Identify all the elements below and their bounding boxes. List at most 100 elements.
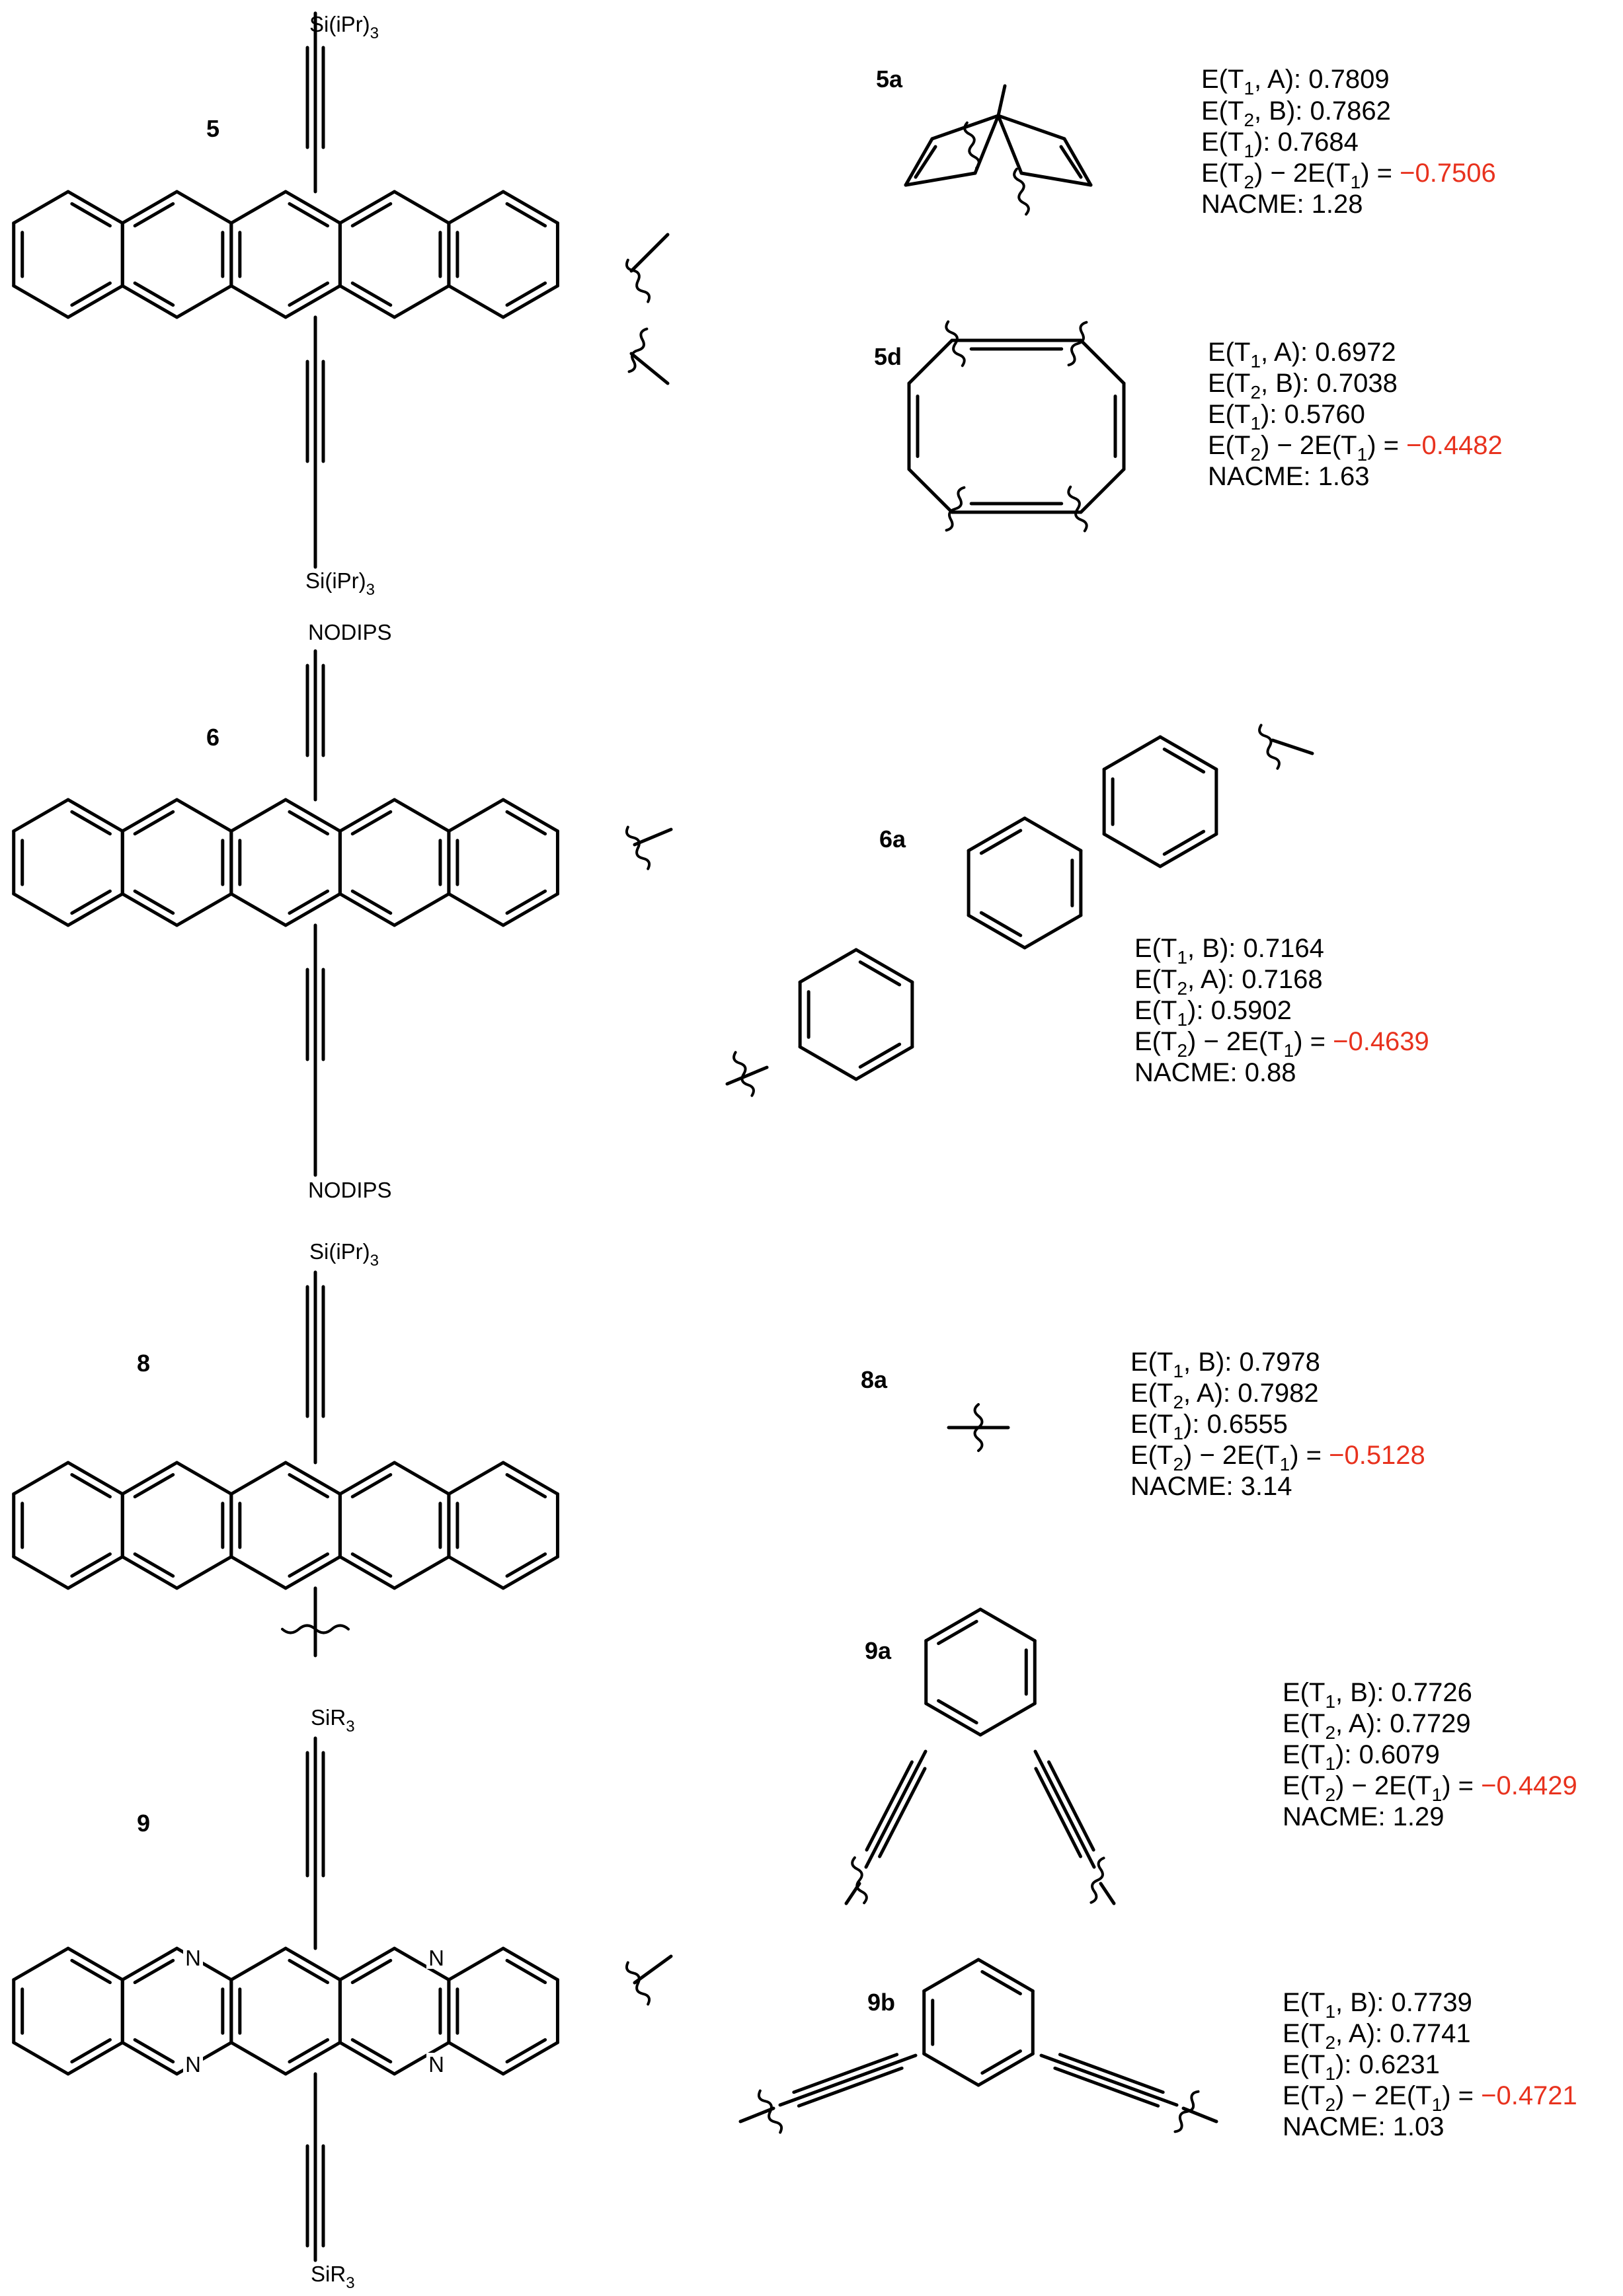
prop-8a-diff: E(T2) − 2E(T1) = −0.5128 [1130, 1441, 1425, 1474]
ring-nitrogens-9: N N N N [183, 1946, 446, 2077]
n-atom-bg-1 [183, 1946, 203, 1969]
prop-5a-nacme: NACME: 1.28 [1201, 190, 1363, 219]
bond-20 [284, 284, 342, 319]
wavy-bond-278 [1258, 724, 1281, 770]
wavy-bond-232 [963, 121, 980, 170]
wavy-bond-318 [757, 2089, 783, 2134]
bond-122 [70, 1552, 112, 1578]
linker-label-5d: 5d [874, 343, 902, 370]
properties-9a: E(T1, B): 0.7726 E(T2, A): 0.7729 E(T1):… [1283, 1678, 1577, 1831]
linker-label-9a: 9a [865, 1637, 892, 1664]
wavy-bond-57 [627, 327, 649, 373]
wavy-bond-246 [945, 320, 966, 367]
bond-14 [120, 190, 179, 225]
bond-65 [70, 810, 112, 836]
bond-147 [338, 1461, 397, 1496]
bond-95 [501, 798, 559, 833]
bond-82 [229, 798, 288, 833]
bond-88 [393, 892, 451, 927]
bond-202 [501, 1946, 559, 1981]
bond-184 [284, 1946, 342, 1981]
bond-115 [66, 1461, 124, 1496]
bond-183 [133, 1958, 175, 1985]
bond-58 [629, 352, 670, 385]
bond-294 [865, 1760, 914, 1852]
n-atom-3: N [185, 2052, 201, 2077]
bond-35 [350, 202, 393, 228]
bond-127 [120, 1555, 179, 1590]
bond-41 [447, 190, 505, 225]
bond-250 [1158, 735, 1218, 771]
properties-5d: E(T1, A): 0.6972 E(T2, B): 0.7038 E(T1):… [1208, 338, 1503, 491]
bond-186 [284, 2041, 342, 2076]
prop-9b-nacme: NACME: 1.03 [1283, 2112, 1445, 2141]
bond-121 [70, 1473, 112, 1499]
bond-190 [288, 1958, 330, 1985]
wavy-bond-113 [625, 825, 651, 870]
substituent-8-top: Si(iPr)3 [309, 1239, 379, 1270]
compound-label-9: 9 [137, 1810, 150, 1837]
n-atom-1: N [185, 1946, 201, 1970]
bond-291 [937, 1699, 978, 1725]
bond-264 [967, 816, 1027, 853]
substituent-8-top-text: Si(iPr) [309, 1239, 370, 1264]
prop-6a-e2: E(T2, A): 0.7168 [1134, 965, 1323, 999]
prop-9a-diff-value: −0.4429 [1481, 1771, 1577, 1800]
bond-133 [284, 1461, 342, 1496]
bond-2 [66, 284, 124, 319]
bond-298 [1047, 1760, 1095, 1852]
prop-9a-et1: E(T1): 0.6079 [1283, 1740, 1440, 1774]
bond-295 [878, 1767, 927, 1858]
bond-144 [393, 1555, 451, 1590]
bond-27 [393, 190, 451, 225]
bond-227 [1019, 171, 1093, 187]
prop-5a-et1: E(T1): 0.7684 [1201, 128, 1359, 161]
bond-259 [1023, 816, 1083, 853]
prop-6a-et1: E(T1): 0.5902 [1134, 996, 1292, 1030]
bond-142 [393, 1461, 451, 1496]
prop-5d-diff-value: −0.4482 [1406, 431, 1503, 460]
bond-261 [1023, 913, 1083, 950]
prop-6a-diff-value: −0.4639 [1333, 1027, 1429, 1056]
prop-5d-e2: E(T2, B): 0.7038 [1208, 369, 1398, 402]
bond-205 [447, 2041, 505, 2076]
bond-252 [1158, 832, 1218, 868]
bond-281 [725, 1065, 769, 1086]
wavy-bond-248 [945, 486, 966, 532]
bond-191 [288, 2038, 330, 2064]
bond-64 [12, 798, 70, 833]
substituent-9-bottom-text: SiR [311, 2262, 346, 2286]
bond-94 [350, 810, 393, 836]
substituent-9-bottom: SiR3 [311, 2262, 355, 2292]
substituent-9-top: SiR3 [311, 1705, 355, 1736]
bond-114 [633, 827, 673, 847]
bond-24 [288, 202, 330, 228]
bond-80 [229, 892, 288, 927]
bond-305 [976, 2052, 1035, 2087]
bond-100 [447, 798, 505, 833]
properties-9b: E(T1, B): 0.7739 E(T2, A): 0.7741 E(T1):… [1283, 1988, 1577, 2141]
wavy-bond-249 [1067, 485, 1088, 533]
bond-62 [12, 892, 70, 927]
substituent-9-bottom-subscript: 3 [346, 2274, 354, 2292]
wavy-bond-165 [281, 1624, 350, 1634]
properties-6a: E(T1, B): 0.7164 E(T2, A): 0.7168 E(T1):… [1134, 934, 1429, 1087]
bond-182 [133, 2038, 175, 2064]
prop-6a-nacme: NACME: 0.88 [1134, 1058, 1296, 1087]
bond-101 [505, 810, 547, 836]
bond-77 [284, 798, 342, 833]
bond-306 [922, 2052, 980, 2087]
bond-224 [1062, 137, 1093, 187]
wavy-bond-280 [732, 1051, 755, 1097]
bond-25 [288, 281, 330, 307]
bond-12 [120, 284, 179, 319]
bond-268 [854, 948, 914, 984]
n-atom-2: N [428, 1946, 444, 1970]
bond-187 [229, 2041, 288, 2076]
bond-286 [978, 1702, 1037, 1737]
bond-120 [12, 1461, 70, 1496]
bond-38 [501, 284, 559, 319]
bond-178 [120, 2041, 179, 2076]
substituent-5-top: Si(iPr)3 [309, 12, 379, 42]
